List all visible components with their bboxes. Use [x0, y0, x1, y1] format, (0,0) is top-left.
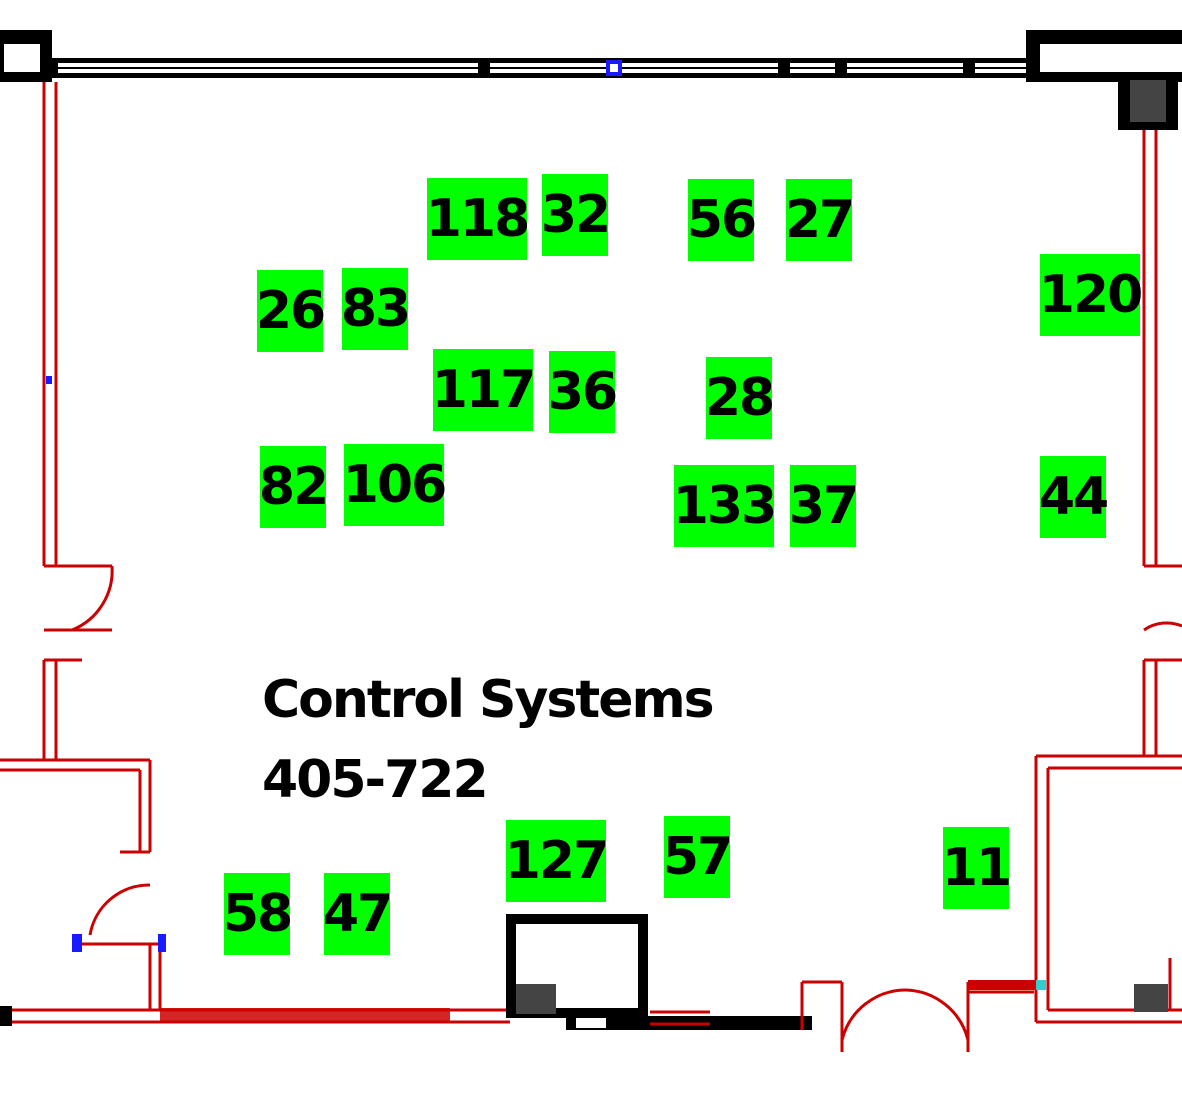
room-number: 405-722: [262, 750, 489, 810]
location-tag: 37: [789, 465, 859, 547]
location-tag: 117: [432, 349, 536, 431]
location-tag: 58: [223, 873, 293, 955]
location-tag: 36: [548, 351, 618, 433]
location-tag: 118: [426, 178, 530, 260]
location-tag: 83: [341, 268, 411, 350]
bottom-column: [506, 914, 812, 1030]
location-tag: 133: [673, 465, 777, 547]
location-tag: 120: [1039, 254, 1143, 336]
top-window-wall: [0, 30, 1182, 130]
right-wall: [1034, 130, 1182, 1024]
location-tag: 28: [705, 357, 775, 439]
location-tag: 127: [505, 820, 609, 902]
location-tag: 27: [785, 179, 855, 261]
location-tag: 26: [256, 270, 326, 352]
location-tag: 56: [687, 179, 757, 261]
location-tag: 47: [323, 873, 393, 955]
location-tag: 57: [663, 816, 733, 898]
location-tag: 32: [541, 174, 611, 256]
location-tag: 82: [259, 446, 329, 528]
location-tag: 44: [1039, 456, 1109, 538]
location-tag: 11: [942, 827, 1012, 909]
location-tag: 106: [343, 444, 447, 526]
room-name: Control Systems: [262, 670, 715, 730]
